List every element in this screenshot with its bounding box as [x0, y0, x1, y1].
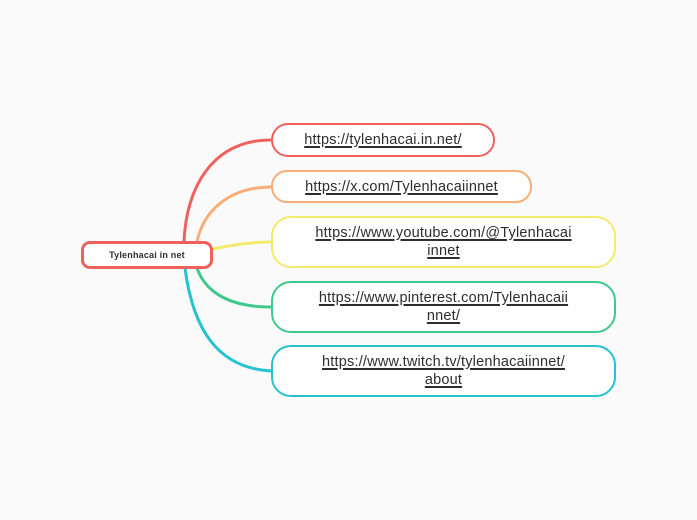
branch-link-label[interactable]: https://www.youtube.com/@Tylenhacai [315, 225, 572, 241]
connector-root-to-website [182, 138, 273, 244]
branch-node-website[interactable]: https://tylenhacai.in.net/ [271, 123, 495, 157]
branch-link-label[interactable]: innet [427, 243, 460, 259]
root-node-label: Tylenhacai in net [109, 250, 185, 260]
branch-link-label[interactable]: https://tylenhacai.in.net/ [304, 132, 462, 148]
branch-link-label[interactable]: about [424, 372, 463, 388]
connector-root-to-youtube [211, 240, 273, 251]
branch-link-label[interactable]: https://x.com/Tylenhacaiinnet [305, 178, 498, 195]
branch-link-label[interactable]: https://www.pinterest.com/Tylenhacaii [318, 290, 569, 306]
branch-node-youtube[interactable]: https://www.youtube.com/@Tylenhacai inne… [271, 216, 616, 268]
branch-node-x[interactable]: https://x.com/Tylenhacaiinnet [271, 170, 532, 203]
branch-node-twitch[interactable]: https://www.twitch.tv/tylenhacaiinnet/ a… [271, 345, 616, 397]
root-node[interactable]: Tylenhacai in net [81, 241, 213, 269]
branch-node-pinterest[interactable]: https://www.pinterest.com/Tylenhacaii nn… [271, 281, 616, 333]
connector-root-to-pinterest [195, 266, 273, 309]
branch-link-label[interactable]: https://www.twitch.tv/tylenhacaiinnet/ [322, 354, 565, 370]
branch-link-label[interactable]: nnet/ [426, 308, 461, 324]
connector-root-to-twitch [183, 266, 273, 373]
connector-root-to-x [195, 185, 273, 244]
